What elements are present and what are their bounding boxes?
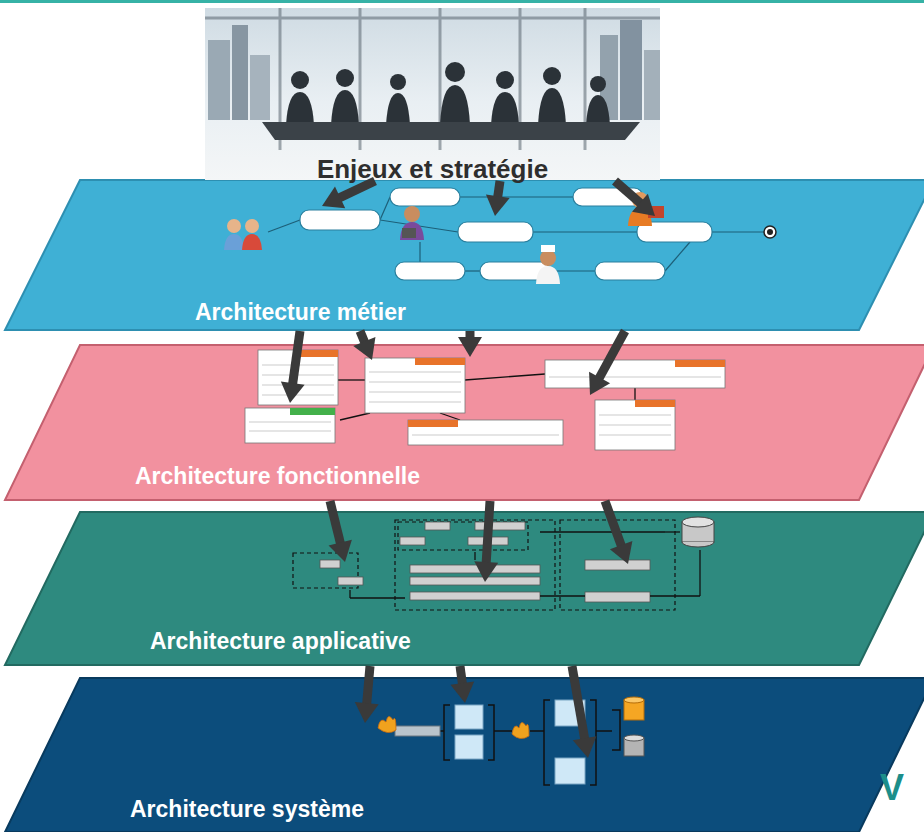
layer-arrow (353, 331, 375, 360)
layer-arrow (329, 501, 352, 562)
layer-arrow (458, 331, 482, 357)
layer-arrow (322, 181, 375, 208)
layer-arrow (355, 666, 379, 723)
layer-arrow (572, 666, 596, 758)
layer-band: Architecture applicative (0, 512, 924, 665)
database-symbol (682, 517, 714, 547)
top-rule (0, 0, 924, 3)
layer-label: Architecture applicative (150, 627, 411, 655)
watermark-letter: V (880, 768, 904, 808)
banner-title: Enjeux et stratégie (317, 154, 548, 185)
band-outline (0, 512, 924, 665)
layer-arrow (615, 181, 655, 216)
layer-label: Architecture métier (195, 298, 406, 326)
layer-band: Architecture métier (0, 180, 924, 330)
layer-arrow (474, 501, 498, 582)
layer-label: Architecture fonctionnelle (135, 462, 420, 490)
layer-arrow (281, 331, 305, 403)
layer-arrow (589, 331, 625, 395)
layer-arrow (450, 666, 474, 703)
band-outline (0, 180, 924, 330)
layer-arrow (486, 181, 510, 216)
layer-label: Architecture système (130, 795, 364, 823)
layer-arrow (605, 501, 632, 564)
